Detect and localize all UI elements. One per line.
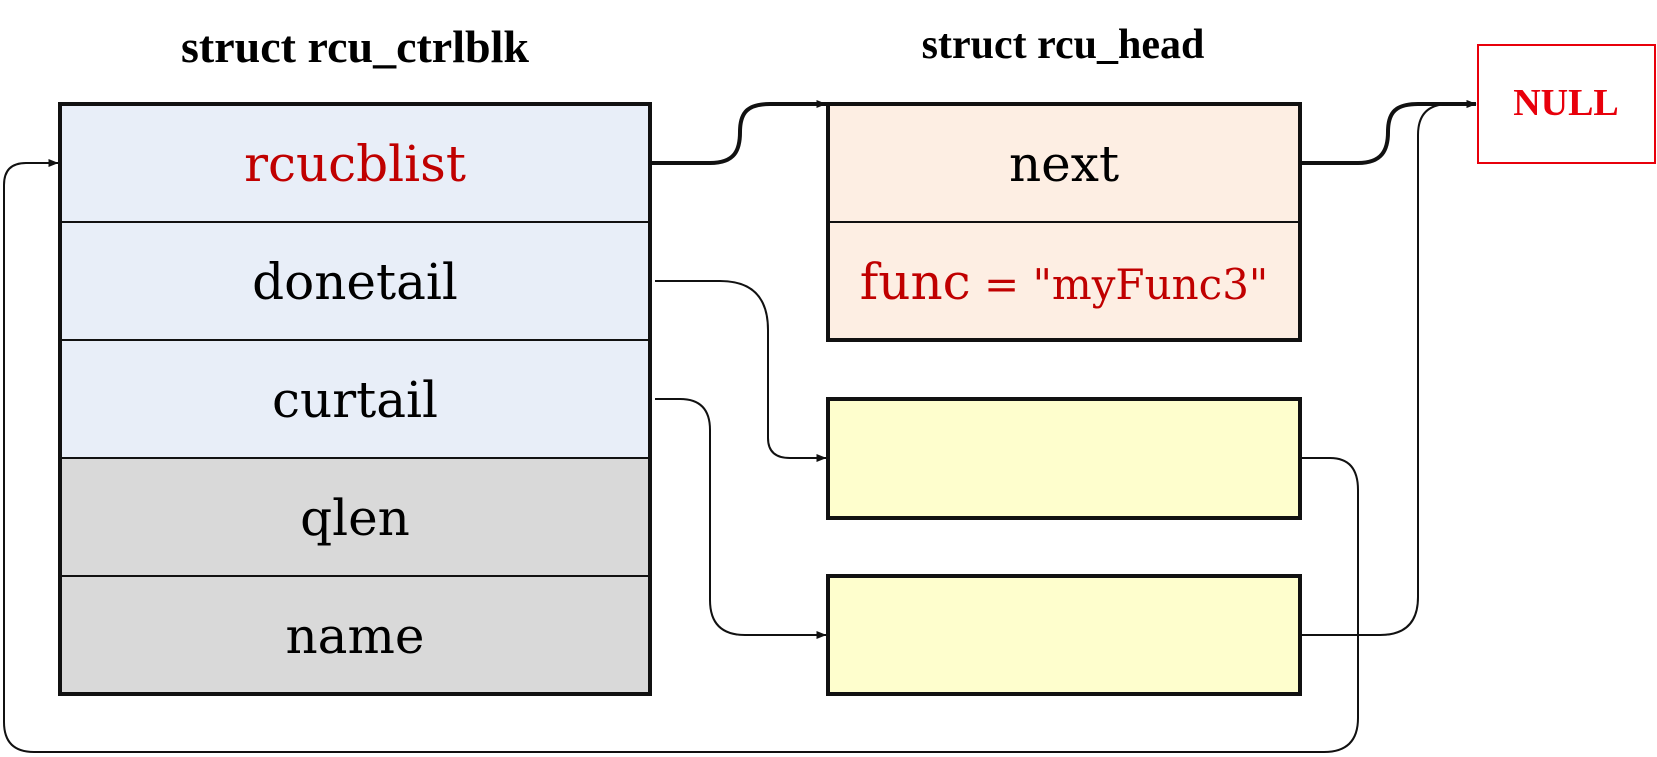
field-name: name [285,607,424,665]
func-label: func [860,253,971,311]
field-func: func = "myFunc3" [860,253,1269,311]
field-qlen: qlen [300,489,410,547]
field-rcucblist-cell [60,104,650,222]
field-curtail: curtail [272,371,438,429]
field-name-cell [60,576,650,694]
arrow-next-to-null [1300,100,1477,165]
field-qlen-cell [60,458,650,576]
field-next: next [1009,135,1119,193]
ctrlblk-title: struct rcu_ctrlblk [181,21,529,72]
arrow-node1-loop-to-rcucblist [3,159,1359,753]
arrow-curtail-to-node2 [655,398,827,639]
arrow-donetail-to-node1 [655,280,827,462]
field-donetail: donetail [252,253,458,311]
list-node-2 [826,574,1302,696]
func-value: = "myFunc3" [971,260,1269,309]
ctrlblk-struct: rcucblist donetail curtail qlen name [58,102,652,696]
arrow-rcucblist-to-head [650,100,827,165]
ctrlblk-border [58,102,652,696]
rcu-head-title: struct rcu_head [922,22,1205,68]
field-donetail-cell [60,222,650,340]
arrow-node2-to-null [1300,100,1477,636]
null-label: NULL [1513,82,1619,124]
field-curtail-cell [60,340,650,458]
field-rcucblist: rcucblist [244,135,466,193]
list-node-1 [826,397,1302,520]
rcu-head-struct: next func = "myFunc3" [826,102,1302,342]
null-box [1477,44,1656,164]
